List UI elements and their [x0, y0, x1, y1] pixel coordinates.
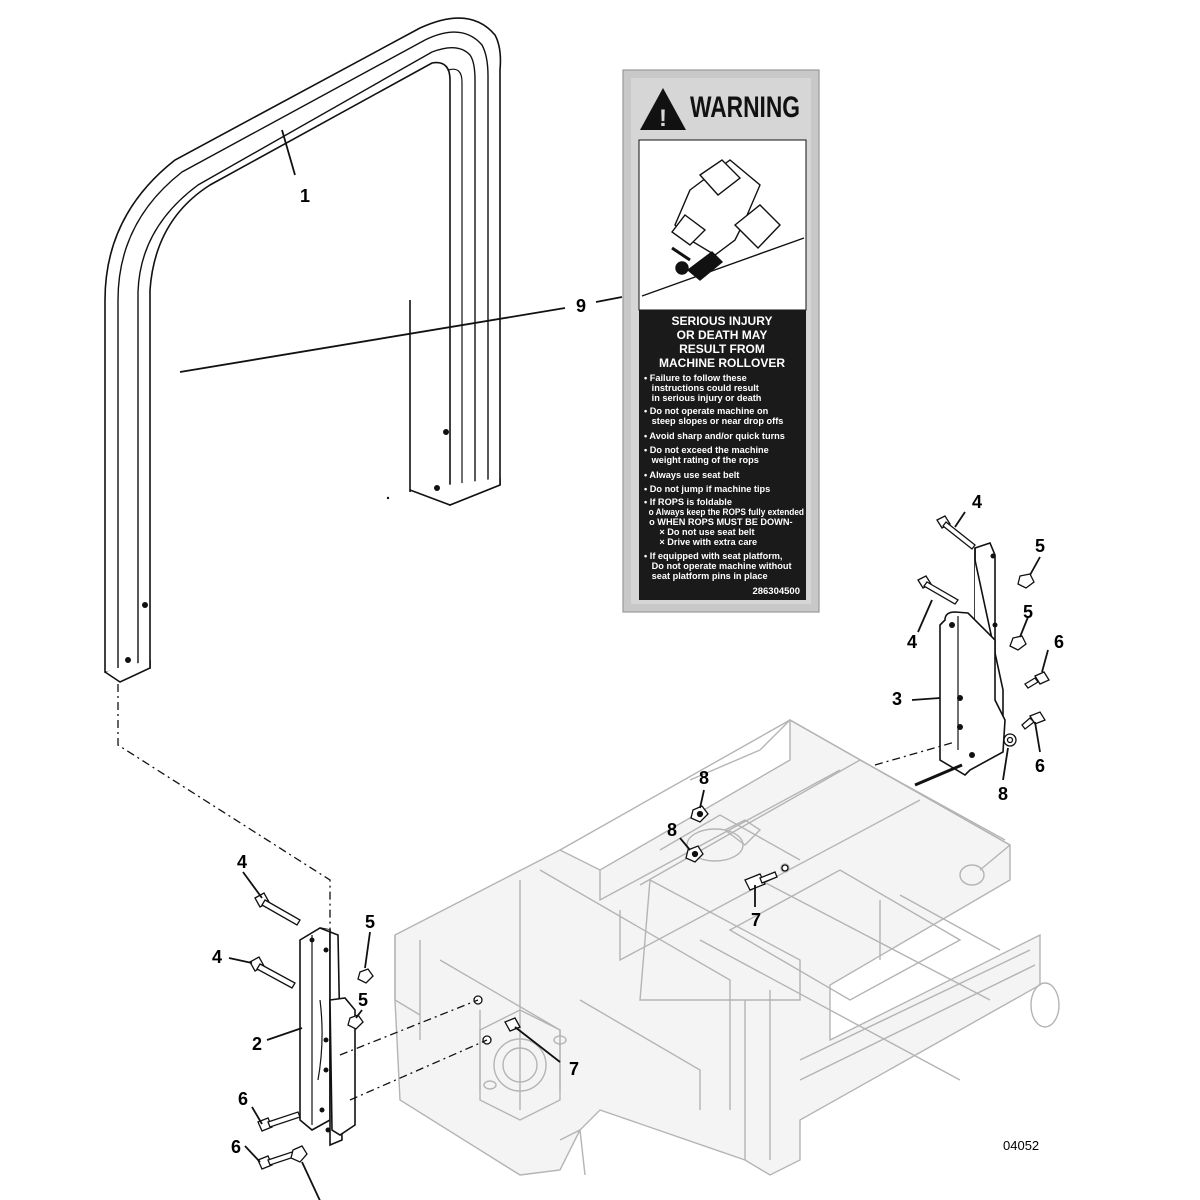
headline-line: RESULT FROM [679, 342, 765, 356]
leader-lines [228, 129, 1049, 1200]
bullet-line: Do not operate machine without [644, 561, 792, 571]
bullet-line: • Avoid sharp and/or quick turns [644, 431, 785, 441]
bullet-line: • Do not exceed the machine [644, 445, 769, 455]
left-rops-mount-bracket [299, 927, 356, 1147]
callout-9: 9 [576, 296, 586, 316]
leader-9 [179, 307, 566, 373]
callout-4: 4 [972, 492, 982, 512]
headline-line: MACHINE ROLLOVER [659, 356, 785, 370]
decal-title: WARNING [690, 91, 800, 124]
callout-6: 6 [231, 1137, 241, 1157]
stray-dot [386, 496, 390, 500]
callout-8: 8 [699, 768, 709, 788]
left-hardware [249, 892, 521, 1170]
right-dash-line [874, 741, 956, 766]
right-pin-rod [914, 763, 963, 787]
decal-headline: SERIOUS INJURY OR DEATH MAY RESULT FROM … [659, 314, 785, 370]
decal-part-code: 286304500 [752, 586, 800, 597]
right-rops-mount-bracket [939, 542, 1006, 777]
bullet-line: instructions could result [644, 383, 759, 393]
callout-2: 2 [252, 1034, 262, 1054]
bullet-line: × Drive with extra care [644, 537, 757, 547]
rops-roll-bar [104, 17, 502, 683]
left-dash-line-upper [339, 999, 479, 1056]
callout-3: 3 [892, 689, 902, 709]
callout-numbers: 1 9 4 5 4 5 6 3 6 8 8 8 8 7 4 5 4 5 2 7 … [212, 186, 1064, 1157]
bullet-line: o WHEN ROPS MUST BE DOWN- [644, 517, 793, 527]
callout-5: 5 [1035, 536, 1045, 556]
bullet-line: • Do not operate machine on [644, 406, 769, 416]
callout-5: 5 [358, 990, 368, 1010]
callout-8: 8 [667, 820, 677, 840]
bullet-line: steep slopes or near drop offs [644, 416, 783, 426]
callout-4: 4 [237, 852, 247, 872]
svg-text:!: ! [659, 105, 667, 132]
callout-5: 5 [365, 912, 375, 932]
hoop-to-bracket-dash [117, 684, 331, 930]
callout-1: 1 [300, 186, 310, 206]
rollover-pictogram-icon [641, 159, 805, 297]
callout-6: 6 [1035, 756, 1045, 776]
headline-line: OR DEATH MAY [677, 328, 768, 342]
bullet-line: • If equipped with seat platform, [644, 551, 783, 561]
bullet-line: in serious injury or death [644, 393, 762, 403]
bullet-line: × Do not use seat belt [644, 527, 755, 537]
callout-4: 4 [907, 632, 917, 652]
decal-bullets: • Failure to follow these instructions c… [644, 373, 804, 581]
callout-5: 5 [1023, 602, 1033, 622]
bullet-line: weight rating of the rops [644, 455, 759, 465]
bullet-line: • Do not jump if machine tips [644, 484, 770, 494]
bullet-line: o Always keep the ROPS fully extended [644, 507, 804, 517]
callout-7: 7 [751, 910, 761, 930]
callout-7: 7 [569, 1059, 579, 1079]
bullet-line: • Failure to follow these [644, 373, 747, 383]
callout-4: 4 [212, 947, 222, 967]
mower-frame-ghost [394, 718, 1060, 1176]
callout-6: 6 [1054, 632, 1064, 652]
center-hardware [685, 805, 789, 891]
callout-8: 8 [998, 784, 1008, 804]
callout-6: 6 [238, 1089, 248, 1109]
left-dash-line-lower [349, 1039, 488, 1101]
drawing-number: 04052 [1003, 1138, 1039, 1153]
right-hardware [917, 515, 1050, 747]
bullet-line: • Always use seat belt [644, 470, 739, 480]
headline-line: SERIOUS INJURY [672, 314, 773, 328]
warning-decal: ! WARNING SERIOUS INJURY OR DEATH MAY RE… [622, 69, 820, 613]
bullet-line: • If ROPS is foldable [644, 497, 732, 507]
warning-triangle-icon: ! [640, 88, 686, 132]
bullet-line: seat platform pins in place [644, 571, 768, 581]
